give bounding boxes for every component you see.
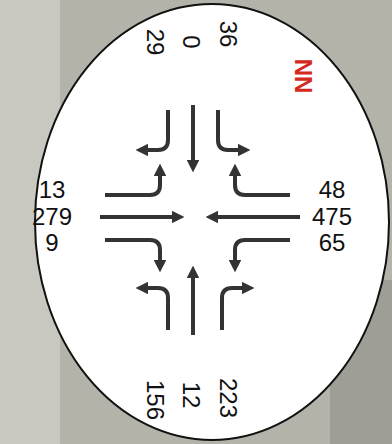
count-number: 13 xyxy=(39,178,66,202)
count-number: 65 xyxy=(319,231,346,255)
turn-arrow xyxy=(142,110,168,150)
turn-arrow xyxy=(235,240,290,266)
count-number: 279 xyxy=(32,205,72,229)
turn-arrow xyxy=(235,170,290,195)
through-arrow xyxy=(100,215,178,219)
count-number: 36 xyxy=(216,21,240,48)
count-number: 9 xyxy=(45,231,58,255)
count-ellipse xyxy=(35,4,389,440)
count-number: 29 xyxy=(143,29,167,56)
turn-arrow xyxy=(142,288,168,330)
through-arrow xyxy=(191,105,195,166)
count-number: 12 xyxy=(179,382,203,409)
through-arrow xyxy=(212,215,300,219)
through-arrow xyxy=(191,272,195,335)
turn-arrow xyxy=(105,170,160,195)
north-marker: NN xyxy=(291,59,315,94)
movement-arrows xyxy=(100,105,300,335)
count-number: 156 xyxy=(143,380,167,420)
turn-arrow xyxy=(218,110,244,150)
count-number: 48 xyxy=(319,178,346,202)
count-number: 475 xyxy=(312,205,352,229)
turn-arrow xyxy=(105,240,160,266)
turn-arrow xyxy=(222,288,248,330)
count-number: 0 xyxy=(179,35,203,48)
count-number: 223 xyxy=(216,378,240,418)
